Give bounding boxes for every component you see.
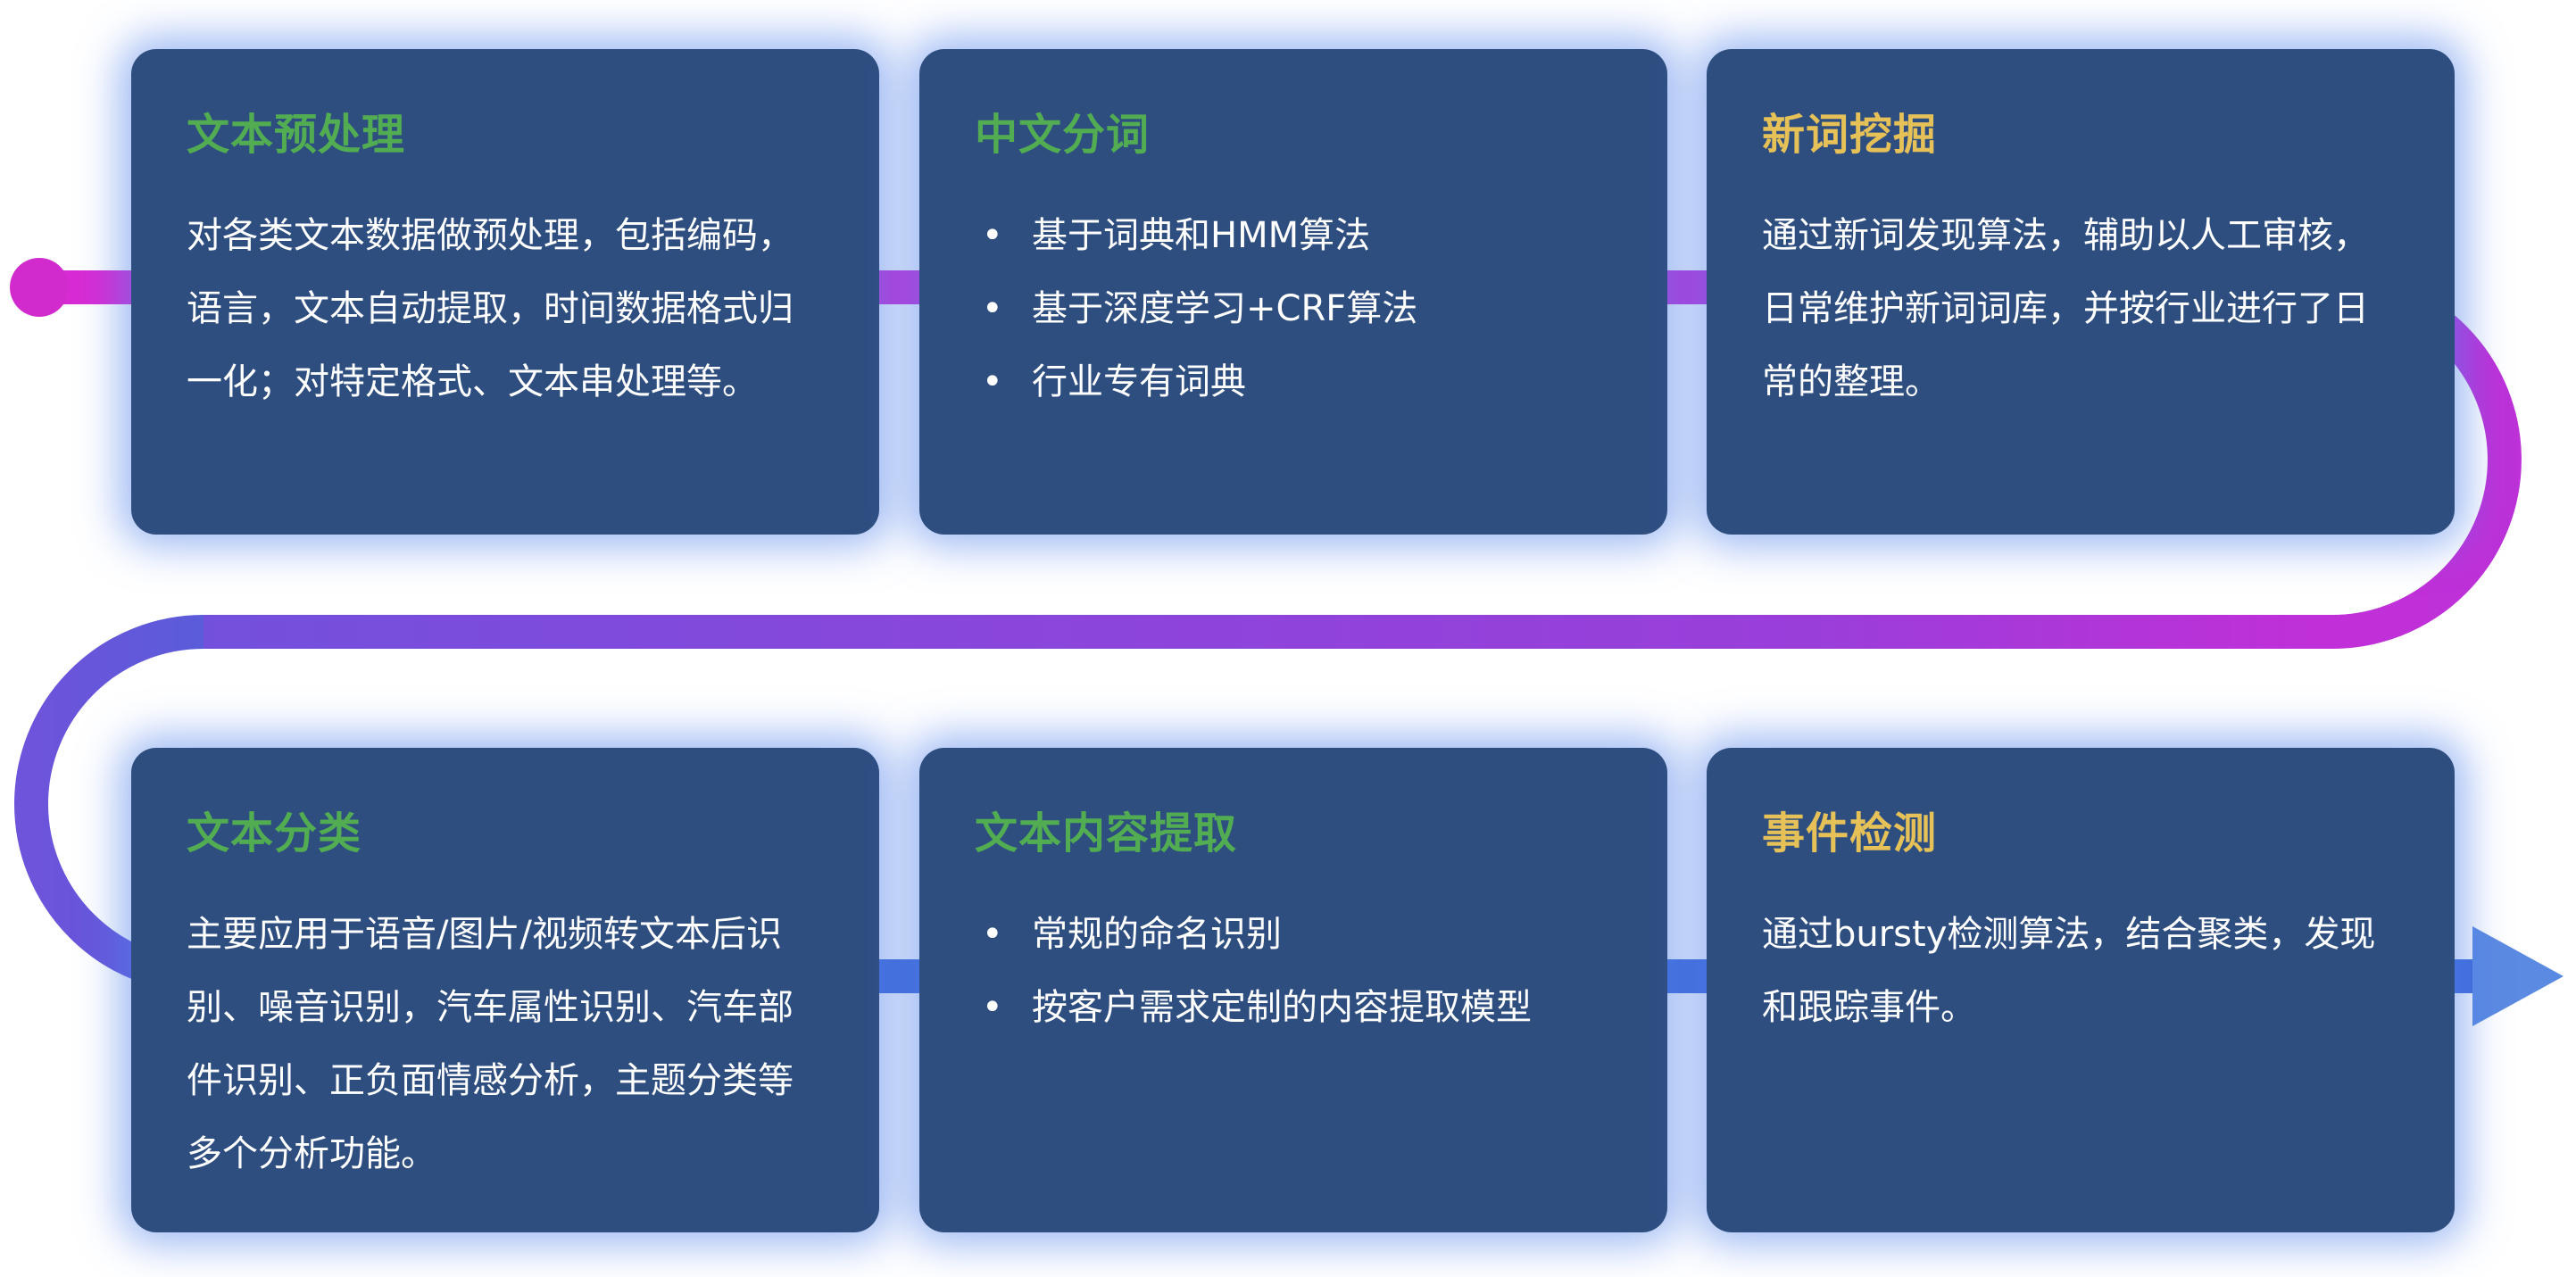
card-bullet-list: 基于词典和HMM算法 基于深度学习+CRF算法 行业专有词典 <box>975 199 1612 419</box>
card-title: 事件检测 <box>1762 808 1938 858</box>
card-text-content-extraction: 文本内容提取 常规的命名识别 按客户需求定制的内容提取模型 <box>919 748 1667 1232</box>
bullet-item: 按客户需求定制的内容提取模型 <box>975 971 1612 1044</box>
card-title: 中文分词 <box>975 110 1151 160</box>
card-title: 新词挖掘 <box>1762 110 1938 160</box>
flow-end-arrow-icon <box>2472 926 2564 1026</box>
card-body-text: 对各类文本数据做预处理，包括编码，语言，文本自动提取，时间数据格式归一化；对特定… <box>187 215 794 402</box>
flow-start-dot-icon <box>10 258 69 317</box>
card-title: 文本预处理 <box>187 110 406 160</box>
card-text-preprocessing: 文本预处理 对各类文本数据做预处理，包括编码，语言，文本自动提取，时间数据格式归… <box>131 49 879 535</box>
bullet-item: 行业专有词典 <box>975 345 1612 419</box>
card-text-classification: 文本分类 主要应用于语音/图片/视频转文本后识别、噪音识别，汽车属性识别、汽车部… <box>131 748 879 1232</box>
flow-line-row2 <box>14 615 2478 993</box>
bullet-item: 基于词典和HMM算法 <box>975 199 1612 272</box>
card-chinese-word-segmentation: 中文分词 基于词典和HMM算法 基于深度学习+CRF算法 行业专有词典 <box>919 49 1667 535</box>
card-title: 文本内容提取 <box>975 808 1238 858</box>
card-body-text: 通过新词发现算法，辅助以人工审核，日常维护新词词库，并按行业进行了日常的整理。 <box>1762 215 2369 402</box>
card-title: 文本分类 <box>187 808 362 858</box>
bullet-item: 基于深度学习+CRF算法 <box>975 272 1612 345</box>
card-body-text: 主要应用于语音/图片/视频转文本后识别、噪音识别，汽车属性识别、汽车部件识别、正… <box>187 914 794 1174</box>
bullet-item: 常规的命名识别 <box>975 898 1612 971</box>
card-event-detection: 事件检测 通过bursty检测算法，结合聚类，发现和跟踪事件。 <box>1707 748 2455 1232</box>
card-body-text: 通过bursty检测算法，结合聚类，发现和跟踪事件。 <box>1762 914 2376 1028</box>
card-bullet-list: 常规的命名识别 按客户需求定制的内容提取模型 <box>975 898 1612 1044</box>
card-new-word-mining: 新词挖掘 通过新词发现算法，辅助以人工审核，日常维护新词词库，并按行业进行了日常… <box>1707 49 2455 535</box>
